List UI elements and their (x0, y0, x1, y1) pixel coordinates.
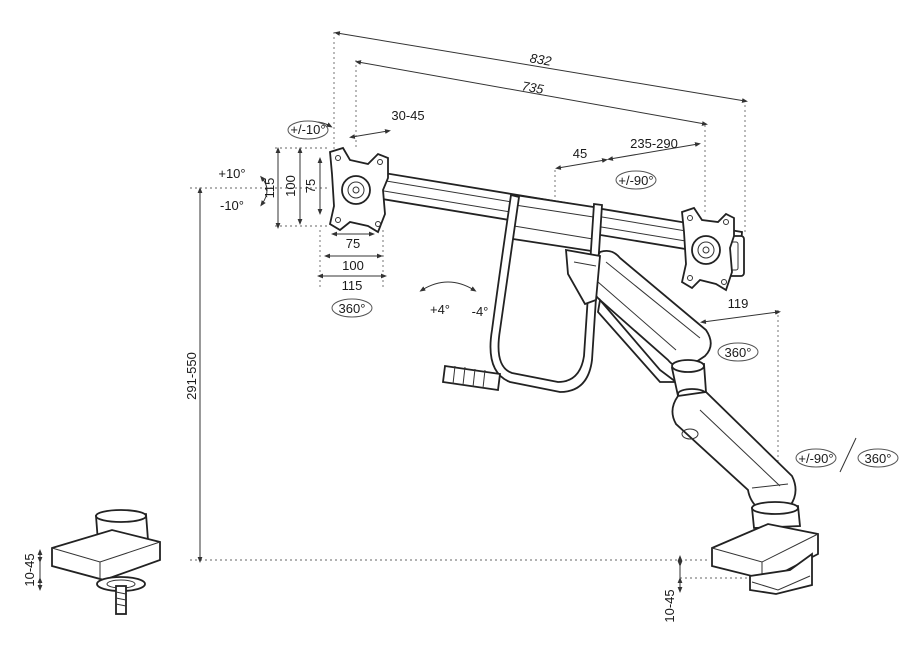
lower-arm (671, 391, 797, 511)
label-desk-right: 10-45 (662, 589, 677, 622)
dimension-arrows (37, 31, 781, 593)
label-vesa-w-75: 75 (346, 236, 360, 251)
label-119: 119 (728, 296, 749, 311)
dimension-labels: 832 735 30-45 45 235-290 119 115 100 75 … (22, 50, 748, 622)
vesa-plate-left (328, 146, 389, 234)
label-base-rotation: 360° (865, 451, 892, 466)
label-rotation-left: 360° (339, 301, 366, 316)
vesa-plate-right (680, 206, 735, 292)
label-swivel-top: +/-10° (290, 122, 325, 137)
label-tilt-down: -10° (220, 198, 244, 213)
label-joint-rotation: 360° (725, 345, 752, 360)
label-45: 45 (573, 146, 587, 161)
label-vesa-h-75: 75 (303, 179, 318, 193)
label-vesa-h-115: 115 (262, 178, 277, 199)
desk-clamp-left-detail (51, 509, 161, 615)
label-desk-left: 10-45 (22, 553, 37, 586)
label-bar-tilt-pos: +4° (430, 302, 450, 317)
crossbar (375, 170, 745, 277)
label-235-290: 235-290 (630, 136, 678, 151)
handle (441, 193, 603, 393)
desk-clamp-right (711, 501, 819, 595)
label-tilt-up: +10° (218, 166, 245, 181)
label-rotation-bar: +/-90° (618, 173, 653, 188)
label-vesa-w-115: 115 (342, 278, 363, 293)
extension-lines (190, 32, 779, 579)
label-30-45: 30-45 (391, 108, 424, 123)
label-height-range: 291-550 (184, 352, 199, 400)
adjustment-badges (287, 120, 899, 468)
label-bar-tilt-neg: -4° (472, 304, 489, 319)
label-735: 735 (521, 78, 546, 97)
label-832: 832 (529, 50, 554, 69)
label-vesa-h-100: 100 (283, 175, 298, 197)
label-arm-swivel: +/-90° (798, 451, 833, 466)
label-vesa-w-100: 100 (342, 258, 364, 273)
adjustment-labels: +10° -10° +/-10° 360° +/-90° +4° -4° 360… (218, 122, 891, 466)
